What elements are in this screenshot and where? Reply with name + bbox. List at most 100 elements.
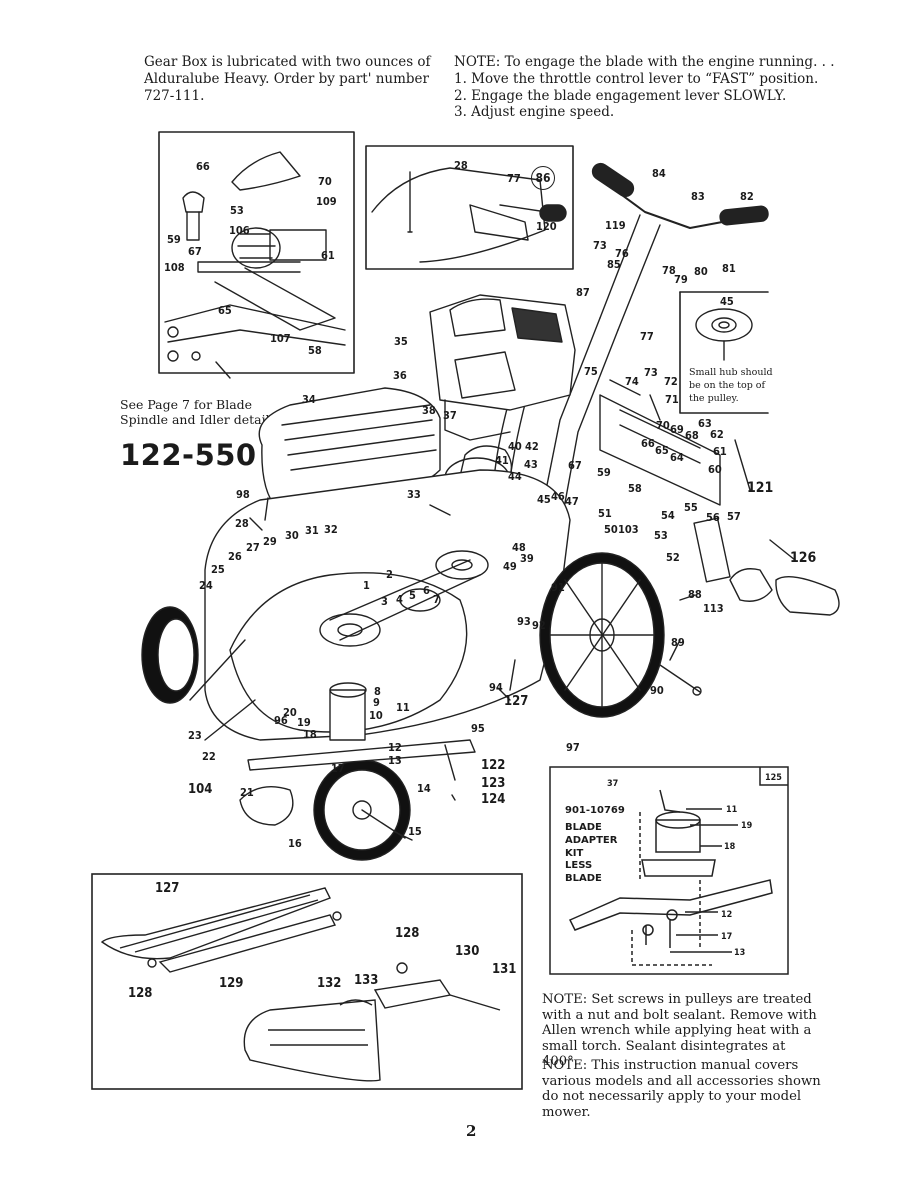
callout-36: 36 bbox=[393, 369, 407, 382]
callout-95: 95 bbox=[471, 722, 485, 735]
callout-107: 107 bbox=[270, 332, 291, 345]
callout-61: 61 bbox=[713, 445, 727, 458]
callout-34: 34 bbox=[302, 393, 316, 406]
callout-79: 79 bbox=[674, 273, 688, 286]
callout-73-main: 73 bbox=[644, 366, 658, 379]
gearbox-note-line3: 727-111. bbox=[144, 88, 205, 104]
callout-11: 11 bbox=[396, 701, 410, 714]
callout-68: 68 bbox=[685, 429, 699, 442]
callout-53: 53 bbox=[230, 204, 244, 217]
callout-24: 24 bbox=[199, 579, 213, 592]
engage-step-1: 1. Move the throttle control lever to “F… bbox=[454, 71, 819, 87]
catcher-callout-128-upper: 128 bbox=[395, 926, 420, 941]
kit-callout-11: 11 bbox=[726, 805, 738, 815]
callout-71: 71 bbox=[665, 393, 679, 406]
callout-33: 33 bbox=[407, 488, 421, 501]
manual-coverage-note: NOTE: This instruction manual covers var… bbox=[542, 1058, 821, 1120]
callout-4: 4 bbox=[396, 593, 403, 606]
callout-52: 52 bbox=[666, 551, 680, 564]
catcher-callout-127: 127 bbox=[155, 881, 180, 896]
callout-84: 84 bbox=[652, 167, 666, 180]
callout-120: 120 bbox=[536, 220, 557, 233]
callout-74: 74 bbox=[625, 375, 639, 388]
kit-label-line4: LESS bbox=[565, 860, 593, 871]
callout-108: 108 bbox=[164, 261, 185, 274]
callout-10: 10 bbox=[369, 709, 383, 722]
callout-123: 123 bbox=[481, 776, 506, 791]
callout-7: 7 bbox=[433, 593, 440, 606]
callout-62: 62 bbox=[710, 428, 724, 441]
callout-63: 63 bbox=[698, 417, 712, 430]
pulley-note-line2: be on the top of bbox=[689, 380, 766, 391]
callout-58: 58 bbox=[308, 344, 322, 357]
pulley-note-line3: the pulley. bbox=[689, 393, 739, 404]
catcher-callout-131: 131 bbox=[492, 962, 517, 977]
callout-85: 85 bbox=[607, 258, 621, 271]
callout-29: 29 bbox=[263, 535, 277, 548]
callout-113: 113 bbox=[703, 602, 724, 615]
kit-label-line3: KIT bbox=[565, 848, 584, 859]
callout-66: 66 bbox=[196, 160, 210, 173]
callout-82: 82 bbox=[740, 190, 754, 203]
callout-31: 31 bbox=[305, 524, 319, 537]
callout-21: 21 bbox=[240, 786, 254, 799]
callout-64: 64 bbox=[670, 451, 684, 464]
callout-39: 39 bbox=[520, 552, 534, 565]
callout-78: 78 bbox=[662, 264, 676, 277]
callout-87: 87 bbox=[576, 286, 590, 299]
callout-23: 23 bbox=[188, 729, 202, 742]
callout-6: 6 bbox=[423, 584, 430, 597]
callout-127: 127 bbox=[504, 694, 529, 709]
callout-70: 70 bbox=[318, 175, 332, 188]
callout-94: 94 bbox=[489, 681, 503, 694]
callout-16: 16 bbox=[288, 837, 302, 850]
callout-45: 45 bbox=[537, 493, 551, 506]
kit-callout-13: 13 bbox=[734, 948, 746, 958]
callout-67: 67 bbox=[568, 459, 582, 472]
callout-9: 9 bbox=[373, 696, 380, 709]
callout-19: 19 bbox=[297, 716, 311, 729]
callout-59: 59 bbox=[167, 233, 181, 246]
callout-30: 30 bbox=[285, 529, 299, 542]
callout-46: 46 bbox=[551, 490, 565, 503]
callout-53: 53 bbox=[654, 529, 668, 542]
callout-28-main: 28 bbox=[235, 517, 249, 530]
callout-124: 124 bbox=[481, 792, 506, 807]
callout-2: 2 bbox=[386, 568, 393, 581]
callout-22: 22 bbox=[202, 750, 216, 763]
callout-43: 43 bbox=[524, 458, 538, 471]
callout-66: 66 bbox=[641, 437, 655, 450]
see-page-line2: Spindle and Idler detail. bbox=[120, 412, 274, 427]
kit-callout-17: 17 bbox=[721, 932, 733, 942]
gearbox-note-line2: Alduralube Heavy. Order by part' number bbox=[144, 71, 429, 87]
callout-57: 57 bbox=[727, 510, 741, 523]
catcher-callout-129: 129 bbox=[219, 976, 244, 991]
callout-5: 5 bbox=[409, 589, 416, 602]
callout-32: 32 bbox=[324, 523, 338, 536]
kit-box-number: 125 bbox=[765, 773, 782, 783]
callout-119: 119 bbox=[605, 219, 626, 232]
callout-75: 75 bbox=[584, 365, 598, 378]
callout-70: 70 bbox=[656, 419, 670, 432]
callout-126: 126 bbox=[790, 550, 817, 566]
callout-48: 48 bbox=[512, 541, 526, 554]
callout-50: 50 bbox=[604, 523, 618, 536]
kit-callout-12: 12 bbox=[721, 910, 733, 920]
catcher-callout-128-lower: 128 bbox=[128, 986, 153, 1001]
kit-callout-37: 37 bbox=[607, 779, 619, 789]
callout-97: 97 bbox=[566, 741, 580, 754]
callout-60: 60 bbox=[708, 463, 722, 476]
callout-12: 12 bbox=[388, 741, 402, 754]
callout-83: 83 bbox=[691, 190, 705, 203]
callout-49: 49 bbox=[503, 560, 517, 573]
callout-26: 26 bbox=[228, 550, 242, 563]
callout-67: 67 bbox=[188, 245, 202, 258]
callout-65: 65 bbox=[655, 444, 669, 457]
callout-69: 69 bbox=[670, 423, 684, 436]
callout-55: 55 bbox=[684, 501, 698, 514]
callout-73: 73 bbox=[593, 239, 607, 252]
engage-note-title: NOTE: To engage the blade with the engin… bbox=[454, 54, 835, 70]
callout-65: 65 bbox=[218, 304, 232, 317]
pulley-note-line1: Small hub should bbox=[689, 367, 773, 378]
